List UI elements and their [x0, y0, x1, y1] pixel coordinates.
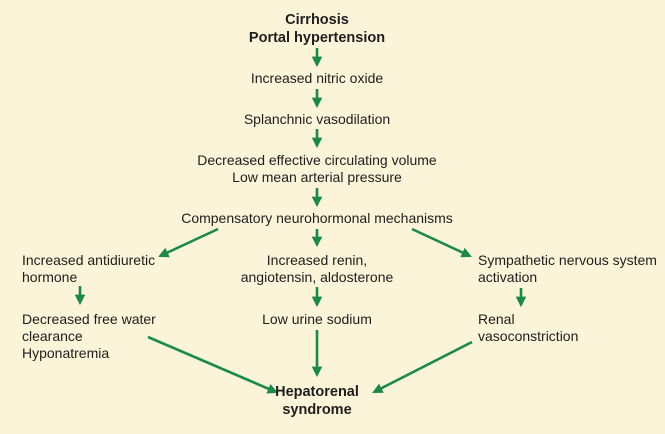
node-line: Increased renin, [266, 252, 368, 268]
node-increased-raas: Increased renin, angiotensin, aldosteron… [241, 252, 394, 286]
node-free-water-hyponatremia: Decreased free water clearance Hyponatre… [22, 311, 156, 362]
node-line: Low mean arterial pressure [232, 169, 402, 185]
node-line: activation [478, 269, 538, 285]
node-cirrhosis-portal-hypertension: Cirrhosis Portal hypertension [249, 11, 385, 47]
node-decreased-circulating-volume: Decreased effective circulating volume L… [197, 152, 436, 186]
node-compensatory-mechanisms: Compensatory neurohormonal mechanisms [181, 210, 453, 227]
node-increased-adh: Increased antidiuretic hormone [22, 252, 155, 286]
arrow-compensatory-to-adh [158, 227, 219, 258]
node-line: Portal hypertension [248, 30, 386, 46]
node-line: Hyponatremia [22, 345, 110, 361]
node-line: angiotensin, aldosterone [240, 269, 394, 285]
node-line: Decreased free water [22, 311, 156, 327]
node-line: hormone [22, 269, 78, 285]
node-line: syndrome [282, 402, 352, 418]
node-sympathetic-activation: Sympathetic nervous system activation [478, 252, 657, 286]
arrow-compensatory-to-sympathetic [411, 227, 472, 258]
node-splanchnic-vasodilation: Splanchnic vasodilation [244, 111, 390, 128]
node-line: Splanchnic vasodilation [243, 111, 391, 127]
node-line: vasoconstriction [478, 328, 579, 344]
node-line: Increased antidiuretic [22, 252, 156, 268]
node-line: Compensatory neurohormonal mechanisms [181, 210, 453, 226]
node-line: Cirrhosis [285, 12, 349, 28]
arrow-free-water-to-outcome [147, 335, 278, 394]
node-line: Hepatorenal [275, 384, 359, 400]
node-line: Sympathetic nervous system [478, 252, 657, 268]
node-hepatorenal-syndrome: Hepatorenal syndrome [275, 383, 359, 419]
node-line: Renal [478, 311, 515, 327]
node-low-urine-sodium: Low urine sodium [262, 311, 372, 328]
node-line: Low urine sodium [262, 311, 372, 327]
node-line: Decreased effective circulating volume [197, 152, 437, 168]
arrow-renal-to-outcome [372, 340, 473, 394]
node-line: Increased nitric oxide [250, 70, 384, 86]
node-increased-nitric-oxide: Increased nitric oxide [251, 70, 383, 87]
node-renal-vasoconstriction: Renal vasoconstriction [478, 311, 578, 345]
node-line: clearance [22, 328, 83, 344]
